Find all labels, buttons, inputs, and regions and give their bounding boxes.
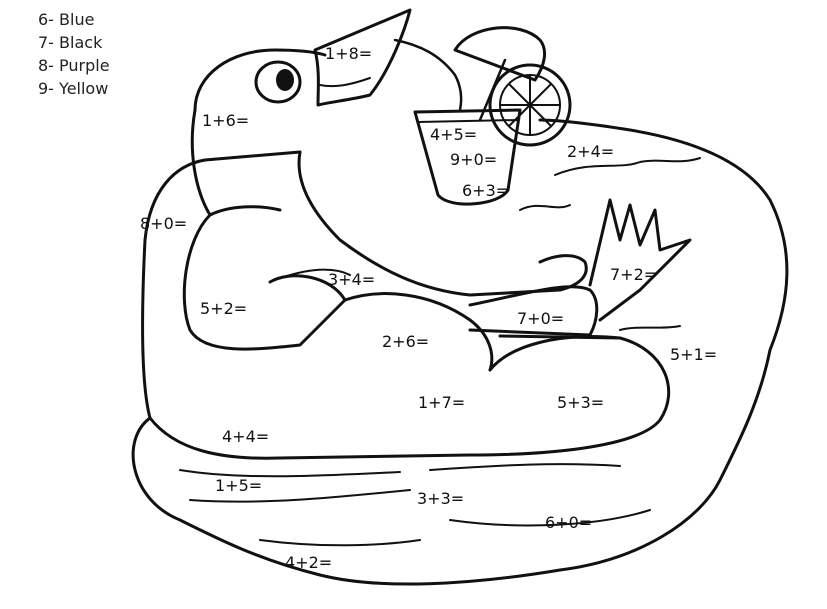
float-front (343, 292, 494, 372)
float-front-right (488, 335, 622, 372)
equation-tail: 7+2= (610, 265, 658, 284)
ripple (259, 539, 421, 547)
equation-glass-mid: 9+0= (450, 150, 498, 169)
equation-belly: 2+6= (382, 332, 430, 351)
lemon-segments (499, 74, 561, 136)
water-outline (131, 118, 789, 586)
equation-water-right: 5+1= (670, 345, 718, 364)
legend-item-black: 7- Black (38, 33, 103, 52)
equation-leg: 7+0= (517, 309, 565, 328)
equation-body: 5+2= (200, 299, 248, 318)
equation-feet-right: 5+3= (557, 393, 605, 412)
ripple (429, 463, 621, 471)
equation-water-bottom: 4+2= (285, 553, 333, 572)
equation-beak: 1+8= (325, 44, 373, 63)
equation-water-right-bottom: 6+0= (545, 513, 593, 532)
ripple (449, 509, 651, 527)
lemon-slice (488, 63, 572, 147)
penguin-leg (468, 285, 599, 337)
straw (393, 38, 463, 112)
equation-glass-bottom: 6+3= (462, 181, 510, 200)
ripple (554, 157, 701, 176)
legend-item-blue: 6- Blue (38, 10, 95, 29)
equation-water-center: 3+3= (417, 489, 465, 508)
equation-feet-left: 1+7= (418, 393, 466, 412)
ripple (519, 204, 571, 211)
equation-head: 1+6= (202, 111, 250, 130)
legend-item-purple: 8- Purple (38, 56, 110, 75)
equation-water-left: 1+5= (215, 476, 263, 495)
eye (254, 60, 302, 104)
penguin-head (193, 48, 327, 112)
glass-line (417, 119, 519, 123)
ripple (189, 489, 411, 503)
umbrella (453, 26, 547, 82)
ripple (619, 325, 681, 331)
glass (413, 108, 522, 206)
beak-line (319, 77, 371, 88)
legend-item-yellow: 9- Yellow (38, 79, 109, 98)
float-outline (141, 150, 302, 420)
wing-inner (269, 268, 351, 283)
equation-wing: 3+4= (328, 270, 376, 289)
pupil (276, 69, 294, 91)
equation-float-bottom: 4+4= (222, 427, 270, 446)
tail (588, 198, 692, 322)
ripple (179, 469, 401, 478)
equation-glass-top: 4+5= (430, 125, 478, 144)
penguin-wing (182, 213, 347, 351)
equation-water-right-top: 2+4= (567, 142, 615, 161)
equation-float-left: 8+0= (140, 214, 188, 233)
beak (313, 8, 412, 107)
float-bottom (148, 334, 671, 460)
penguin-belly (297, 150, 588, 297)
